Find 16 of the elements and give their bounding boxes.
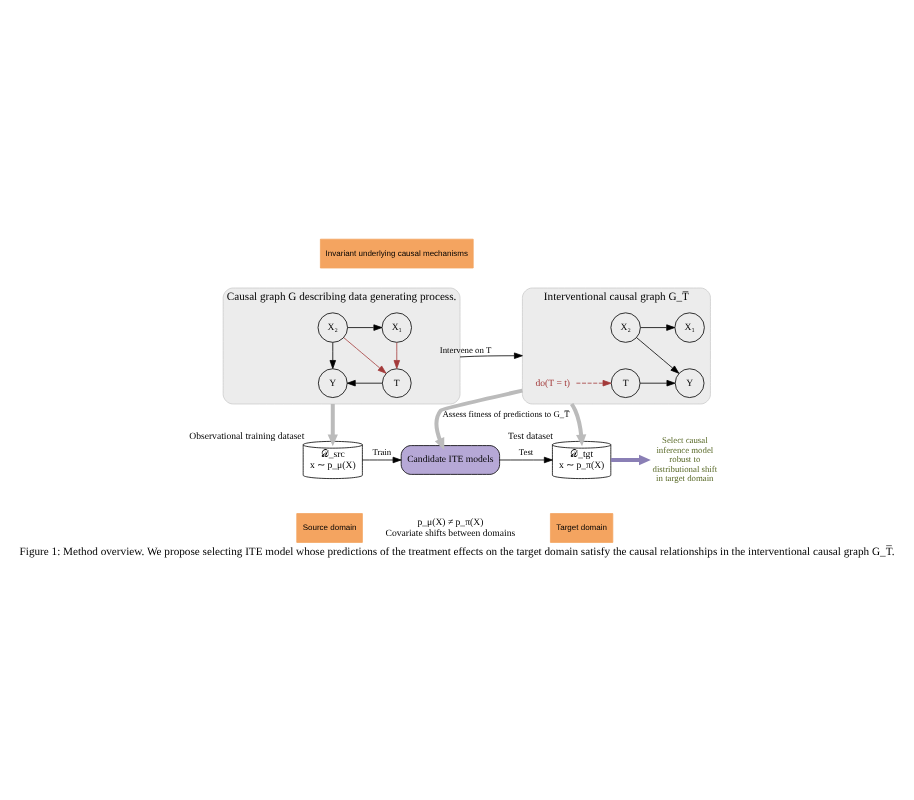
arrow <box>576 379 612 387</box>
arrow <box>459 352 523 359</box>
arrow <box>499 456 553 464</box>
arrow <box>393 342 400 369</box>
arrow <box>343 337 387 374</box>
arrow <box>329 342 336 369</box>
arrow <box>327 404 338 447</box>
arrow <box>639 379 676 387</box>
arrow <box>346 379 383 387</box>
arrow <box>640 324 676 331</box>
arrow <box>362 456 402 464</box>
arrow <box>347 324 383 331</box>
arrow <box>434 388 523 450</box>
arrow <box>636 337 680 374</box>
arrow <box>569 402 587 447</box>
arrow <box>610 454 651 466</box>
